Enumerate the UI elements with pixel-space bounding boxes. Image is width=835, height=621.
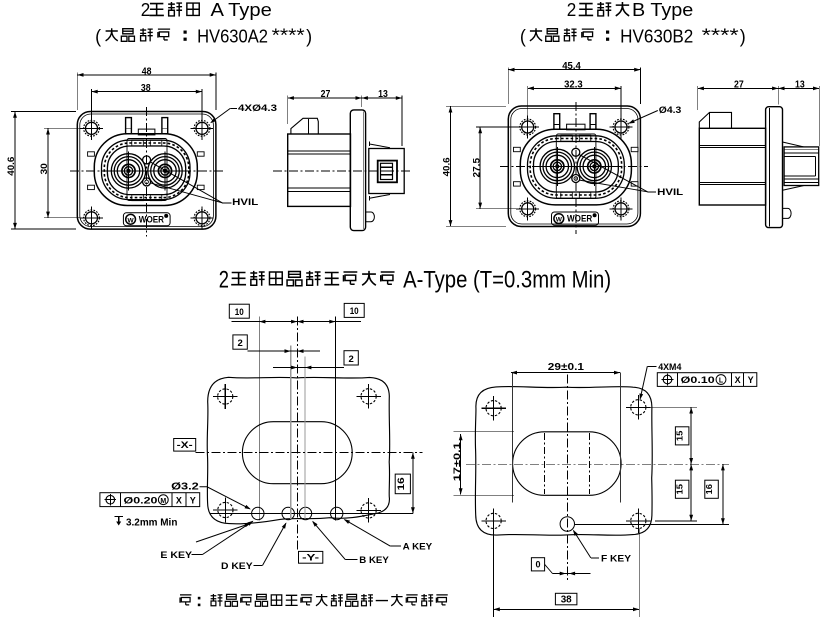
svg-text:A KEY: A KEY <box>403 542 433 553</box>
svg-text:W: W <box>556 217 563 224</box>
svg-text:(: ( <box>95 26 101 46</box>
svg-text:): ) <box>306 26 312 46</box>
svg-text:A Type: A Type <box>211 0 272 20</box>
svg-text:40.6: 40.6 <box>6 157 16 176</box>
svg-text:13: 13 <box>378 89 388 100</box>
svg-text:2: 2 <box>237 338 242 349</box>
svg-text:27: 27 <box>734 80 744 91</box>
svg-text:10: 10 <box>235 307 244 318</box>
svg-text:HVIL: HVIL <box>657 187 683 198</box>
svg-text:15: 15 <box>674 484 684 495</box>
svg-text:27: 27 <box>321 89 331 100</box>
svg-text:0: 0 <box>535 560 540 570</box>
svg-text:3.2mm Min: 3.2mm Min <box>126 517 177 528</box>
svg-text:2: 2 <box>219 267 229 294</box>
svg-text:16: 16 <box>396 477 406 490</box>
svg-text:(: ( <box>520 26 526 46</box>
svg-text:27.5: 27.5 <box>471 158 481 178</box>
svg-text:2: 2 <box>348 354 353 365</box>
svg-text:F KEY: F KEY <box>601 553 632 564</box>
svg-text:A-Type (T=0.3mm Min): A-Type (T=0.3mm Min) <box>403 267 611 294</box>
svg-text:17±0.1: 17±0.1 <box>452 442 462 481</box>
svg-text:E KEY: E KEY <box>160 550 192 561</box>
svg-text:WOER: WOER <box>567 214 593 224</box>
svg-text:Y: Y <box>190 495 196 505</box>
svg-text:HVIL: HVIL <box>232 197 258 208</box>
svg-text:****: **** <box>272 25 305 45</box>
svg-text:2: 2 <box>567 0 577 20</box>
svg-text:Ø3.2: Ø3.2 <box>171 481 199 492</box>
svg-text:L: L <box>719 378 724 385</box>
svg-text:38: 38 <box>561 595 572 606</box>
svg-text:4XØ4.3: 4XØ4.3 <box>238 103 277 114</box>
svg-text:Ø0.10: Ø0.10 <box>681 375 715 386</box>
svg-text:D KEY: D KEY <box>221 561 253 572</box>
svg-text:****: **** <box>702 25 739 45</box>
svg-text:4XM4: 4XM4 <box>658 362 682 373</box>
svg-text:M: M <box>160 498 166 505</box>
svg-text:2: 2 <box>141 0 151 20</box>
svg-text:B KEY: B KEY <box>359 555 389 566</box>
svg-text:10: 10 <box>350 306 359 317</box>
svg-text:Y: Y <box>748 375 754 385</box>
svg-text:45.4: 45.4 <box>562 61 581 72</box>
svg-text:HV630A2: HV630A2 <box>197 26 268 46</box>
svg-text:Ø4.3: Ø4.3 <box>659 105 682 116</box>
svg-text:-X-: -X- <box>177 440 193 450</box>
svg-text:40.6: 40.6 <box>442 157 452 176</box>
svg-text:16: 16 <box>704 484 714 495</box>
svg-text:13: 13 <box>795 80 805 91</box>
svg-text:30: 30 <box>39 163 49 174</box>
svg-text:-Y-: -Y- <box>302 552 319 562</box>
svg-text:HV630B2: HV630B2 <box>620 26 693 46</box>
svg-text:32.3: 32.3 <box>564 80 583 91</box>
svg-text:X: X <box>735 375 741 385</box>
svg-text:Ø0.20: Ø0.20 <box>124 495 158 506</box>
svg-text:48: 48 <box>142 66 152 77</box>
svg-text:W: W <box>128 217 135 224</box>
svg-text:15: 15 <box>674 430 684 441</box>
svg-text:WOER: WOER <box>139 214 165 224</box>
svg-text:29±0.1: 29±0.1 <box>548 362 585 373</box>
svg-text:38: 38 <box>141 83 151 94</box>
svg-text:B Type: B Type <box>632 0 693 20</box>
svg-text:X: X <box>176 495 182 505</box>
svg-text:): ) <box>740 26 746 46</box>
